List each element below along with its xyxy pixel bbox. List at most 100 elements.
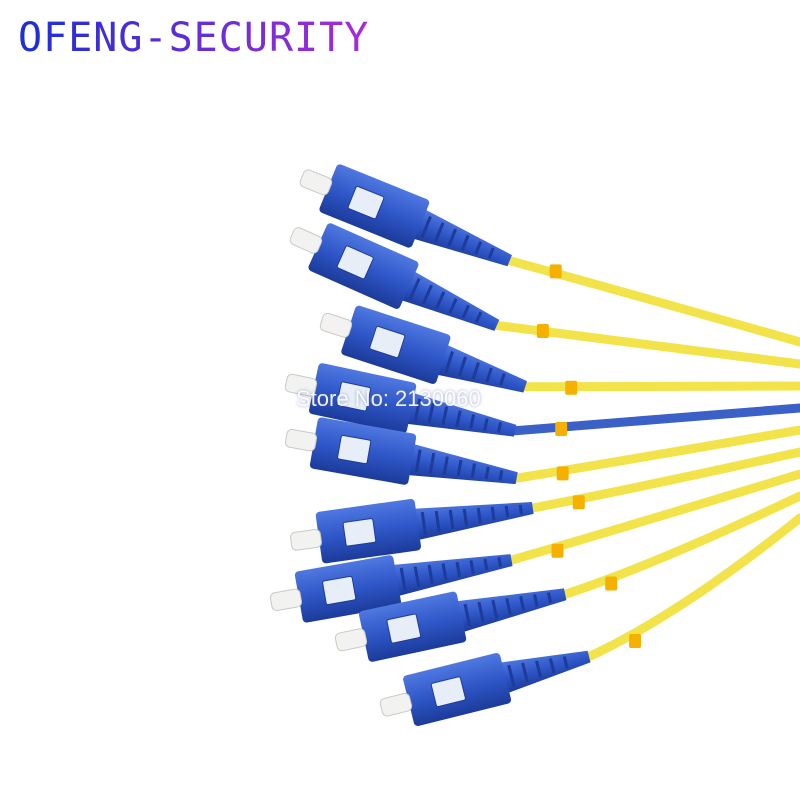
boot-ridge bbox=[504, 505, 510, 518]
ferrule bbox=[284, 428, 318, 452]
boot-ridge bbox=[498, 470, 504, 481]
cable-clip-7 bbox=[605, 576, 618, 591]
brand-logo: OFENG-SECURITY bbox=[18, 15, 370, 61]
sc-connector-0 bbox=[299, 164, 512, 267]
boot-ridge bbox=[456, 459, 463, 477]
ferrule bbox=[290, 529, 322, 551]
cable-clip-5 bbox=[572, 495, 585, 510]
cable-7 bbox=[560, 491, 800, 599]
boot-ridge bbox=[471, 362, 480, 380]
sc-connector-4 bbox=[284, 417, 518, 485]
connector-window bbox=[386, 613, 422, 644]
boot-ridge bbox=[448, 509, 455, 529]
boot-ridge bbox=[507, 664, 516, 688]
connector-window bbox=[369, 325, 406, 359]
boot-ridge bbox=[442, 456, 449, 476]
boot-ridge bbox=[427, 564, 434, 584]
boot-ridge bbox=[490, 506, 496, 521]
boot-ridge bbox=[413, 398, 422, 422]
boot-ridge bbox=[505, 597, 512, 615]
boot-ridge bbox=[461, 304, 470, 319]
boot-ridge bbox=[519, 596, 526, 611]
cable-clip-0 bbox=[549, 264, 562, 279]
cable-0 bbox=[505, 256, 800, 347]
boot-ridge bbox=[491, 599, 499, 619]
boot-ridge bbox=[535, 660, 543, 678]
boot-ridge bbox=[499, 373, 506, 386]
boot-ridge bbox=[427, 402, 435, 424]
boot-ridge bbox=[447, 228, 457, 247]
boot-ridge bbox=[487, 247, 495, 259]
boot-ridge bbox=[457, 356, 467, 377]
connector-boot bbox=[410, 208, 512, 267]
connector-window bbox=[336, 381, 372, 412]
connector-boot bbox=[405, 443, 518, 485]
connector-boot bbox=[454, 588, 567, 633]
sc-connector-3 bbox=[284, 363, 517, 437]
connector-window bbox=[322, 575, 357, 606]
ferrule bbox=[269, 588, 303, 612]
connector-window bbox=[337, 434, 372, 465]
yellow-cables bbox=[492, 256, 800, 662]
connector-window bbox=[430, 676, 466, 708]
boot-ridge bbox=[421, 284, 433, 305]
boot-ridge bbox=[399, 567, 407, 591]
boot-ridge bbox=[474, 311, 483, 324]
cable-clip-6 bbox=[551, 543, 564, 558]
boot-ridge bbox=[462, 508, 469, 527]
boot-ridge bbox=[483, 418, 489, 431]
cable-8 bbox=[584, 513, 800, 662]
boot-ridge bbox=[435, 291, 446, 309]
cable-5 bbox=[528, 447, 800, 513]
connector-window bbox=[342, 518, 377, 547]
boot-ridge bbox=[485, 367, 493, 383]
boot-ridge bbox=[444, 351, 454, 374]
cable-clip-8 bbox=[629, 633, 642, 648]
ferrule bbox=[334, 628, 368, 652]
connector-window bbox=[347, 185, 385, 220]
ferrule bbox=[284, 373, 318, 397]
boot-ridge bbox=[548, 658, 556, 674]
boot-ridge bbox=[497, 422, 503, 433]
boot-ridge bbox=[477, 601, 485, 623]
boot-ridge bbox=[460, 234, 470, 251]
sc-connector-2 bbox=[319, 305, 528, 393]
boot-ridge bbox=[483, 558, 489, 571]
cable-clip-1 bbox=[536, 324, 549, 339]
cable-6 bbox=[507, 469, 800, 565]
boot-ridge bbox=[441, 406, 449, 426]
sc-connector-8 bbox=[379, 650, 591, 726]
boot-ridge bbox=[463, 603, 472, 627]
boot-ridge bbox=[533, 594, 539, 607]
cable-clip-4 bbox=[556, 466, 569, 481]
cable-3 bbox=[510, 403, 800, 436]
sc-connector-5 bbox=[290, 498, 534, 564]
sc-connectors bbox=[269, 164, 591, 726]
ferrule bbox=[289, 227, 323, 254]
boot-ridge bbox=[448, 298, 458, 314]
boot-ridge bbox=[469, 414, 476, 429]
boot-ridge bbox=[474, 241, 483, 255]
ferrule bbox=[299, 169, 333, 196]
cable-4 bbox=[512, 425, 800, 483]
connector-window bbox=[336, 245, 374, 280]
boot-ridge bbox=[408, 277, 421, 300]
ferrule bbox=[379, 692, 413, 717]
connector-boot bbox=[497, 650, 591, 694]
store-watermark: Store No: 2130060 bbox=[296, 386, 481, 411]
boot-ridge bbox=[518, 504, 524, 515]
cable-clip-3 bbox=[555, 422, 568, 437]
boot-ridge bbox=[484, 466, 490, 480]
boot-ridge bbox=[413, 566, 421, 588]
boot-ridge bbox=[428, 452, 436, 474]
boot-ridge bbox=[455, 410, 462, 428]
connector-boot bbox=[398, 270, 500, 331]
boot-ridge bbox=[497, 557, 502, 568]
sc-connector-6 bbox=[269, 554, 513, 623]
boot-ridge bbox=[562, 656, 569, 669]
boot-ridge bbox=[469, 560, 475, 574]
cable-1 bbox=[492, 320, 800, 369]
connector-boot bbox=[434, 343, 528, 393]
sc-connector-7 bbox=[334, 588, 567, 662]
